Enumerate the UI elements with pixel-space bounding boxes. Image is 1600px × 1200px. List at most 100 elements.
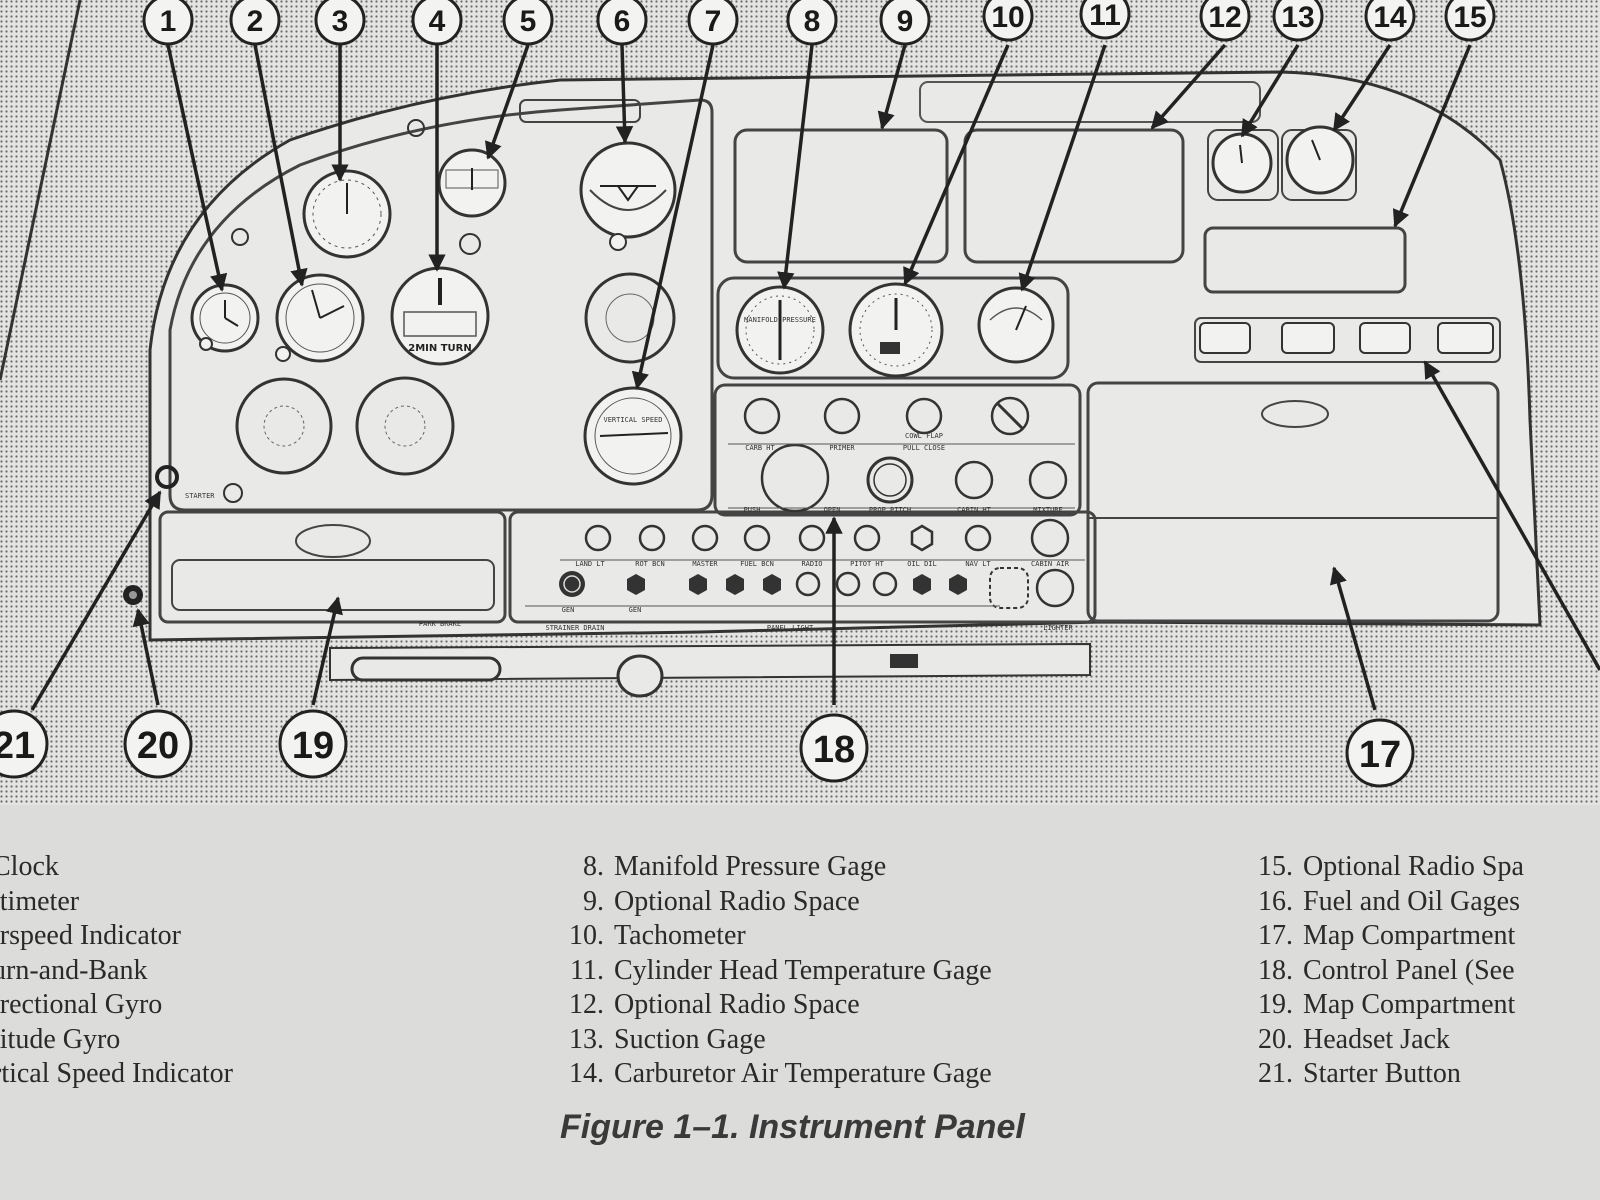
legend-item-21: 21.Starter Button	[1258, 1058, 1461, 1089]
callout-7: 7	[687, 0, 739, 46]
callout-6: 6	[596, 0, 648, 46]
fuel-oil-gages	[1199, 322, 1494, 354]
pitot-heat-label: PITOT HT	[850, 560, 885, 568]
master-label: MASTER	[692, 560, 718, 568]
svg-text:19: 19	[292, 725, 334, 767]
altimeter-gauge	[275, 273, 365, 363]
blank-instrument-hole-center	[355, 376, 455, 476]
mixture-label: MIXTURE	[1033, 506, 1063, 514]
legend-item-8: 8.Manifold Pressure Gage	[583, 851, 887, 882]
callout-14: 14	[1364, 0, 1416, 42]
oil-dilution-label: OIL DIL	[907, 560, 937, 568]
svg-text:17: 17	[1359, 734, 1401, 776]
radio-space-15	[1203, 226, 1407, 294]
legend-item-15: 15.Optional Radio Spa	[1258, 851, 1524, 882]
cylinder-head-temperature-gauge	[977, 286, 1055, 364]
generator-breaker-label: GEN	[629, 606, 642, 614]
callout-2: 2	[229, 0, 281, 46]
nav-light-label: NAV LT	[965, 560, 991, 568]
manifold-pressure-label: MANIFOLD PRESSURE	[744, 316, 816, 324]
callout-18: 18	[799, 713, 869, 783]
landing-light-label: LAND LT	[575, 560, 605, 568]
fuel-oil-gage-strip	[1194, 317, 1501, 363]
callout-15: 15	[1444, 0, 1496, 42]
legend-item-19: 19.Map Compartment	[1258, 989, 1516, 1020]
cabin-heat-label: CABIN HT	[957, 506, 992, 514]
control-knobs-upper[interactable]	[743, 396, 1068, 513]
strainer-drain-label: STRAINER DRAIN	[545, 624, 604, 632]
svg-text:14: 14	[1373, 1, 1407, 34]
circuit-breaker-row[interactable]	[559, 567, 1075, 609]
callout-9: 9	[879, 0, 931, 46]
svg-text:1: 1	[160, 5, 177, 38]
generator-label: GEN	[562, 606, 575, 614]
map-compartment-19-latch[interactable]	[295, 524, 371, 558]
engine-gauge-box	[716, 276, 1070, 380]
left-instrument-cluster	[168, 98, 714, 512]
legend-item-14: 14.Carburetor Air Temperature Gage	[569, 1058, 992, 1089]
callout-8: 8	[786, 0, 838, 46]
carburetor-air-temperature-gauge	[1285, 125, 1355, 195]
legend-item-5: irectional Gyro	[0, 989, 163, 1020]
legend-item-10: 10.Tachometer	[569, 920, 746, 951]
control-panel-lower	[508, 510, 1097, 624]
legend-item-4: urn-and-Bank	[0, 954, 148, 986]
svg-text:3: 3	[332, 5, 349, 38]
map-compartment-17-latch[interactable]	[1261, 400, 1329, 428]
legend-item-20: 20.Headset Jack	[1258, 1023, 1450, 1055]
callout-markers: 1 2 3 4 5 6 7 8 9 10 11 12 13 14 15 17 1…	[0, 0, 1496, 788]
callout-5: 5	[502, 0, 554, 46]
park-brake-handle[interactable]	[350, 656, 502, 682]
legend-item-7: rtical Speed Indicator	[0, 1058, 234, 1089]
vertical-speed-label: VERTICAL SPEED	[603, 416, 662, 424]
compass-housing	[519, 99, 641, 123]
svg-text:21: 21	[0, 725, 35, 767]
rotating-beacon-label: ROT BCN	[635, 560, 665, 568]
legend-item-11: 11.Cylinder Head Temperature Gage	[570, 954, 992, 986]
legend-item-9: 9.Optional Radio Space	[583, 885, 860, 917]
svg-text:15: 15	[1453, 1, 1486, 34]
manifold-pressure-gauge: MANIFOLD PRESSURE	[735, 285, 825, 375]
lower-lip	[329, 642, 1091, 682]
legend-item-17: 17.Map Compartment	[1258, 920, 1516, 951]
strainer-drain-knob[interactable]	[616, 654, 664, 698]
carb-heat-label: CARB HT	[745, 444, 775, 452]
push-label: PUSH	[744, 506, 761, 514]
svg-text:12: 12	[1208, 1, 1241, 34]
callout-10: 10	[982, 0, 1034, 42]
callout-20: 20	[123, 709, 193, 779]
radio-label: RADIO	[801, 560, 822, 568]
primer-label: PRIMER	[829, 444, 855, 452]
panel-knob[interactable]	[459, 233, 481, 255]
callout-3: 3	[314, 0, 366, 46]
prop-pitch-label: PROP PITCH	[869, 506, 911, 514]
panel-light-rheostat[interactable]	[890, 654, 918, 668]
directional-gyro-gauge	[437, 148, 507, 218]
control-panel-upper	[713, 383, 1082, 517]
svg-text:20: 20	[137, 725, 179, 767]
turn-and-bank-gauge: 2MIN TURN	[390, 266, 490, 366]
starter-button[interactable]	[155, 465, 179, 489]
open-label: OPEN	[824, 506, 841, 514]
headset-jack[interactable]	[123, 585, 143, 605]
legend-column-2: 8.Manifold Pressure Gage 9.Optional Radi…	[556, 850, 992, 1092]
starter-label: STARTER	[185, 492, 215, 500]
fuel-beacon-label: FUEL BCN	[740, 560, 774, 568]
panel-light-label: PANEL LIGHT	[767, 624, 814, 632]
left-border-line	[0, 0, 82, 381]
two-min-turn-label: 2MIN TURN	[408, 343, 472, 354]
svg-text:5: 5	[520, 5, 537, 38]
switch-row-upper[interactable]	[584, 518, 1070, 558]
svg-text:8: 8	[804, 5, 821, 38]
callout-arrows	[30, 43, 1600, 711]
blank-instrument-hole-left	[235, 377, 333, 475]
clock-gauge	[190, 283, 260, 353]
glare-shield	[919, 81, 1261, 123]
lighter-label: LIGHTER	[1043, 624, 1073, 632]
svg-text:18: 18	[813, 729, 855, 771]
callout-1: 1	[142, 0, 194, 46]
legend-item-18: 18.Control Panel (See	[1258, 954, 1515, 986]
svg-text:6: 6	[614, 5, 631, 38]
blank-instrument-hole	[584, 272, 676, 364]
